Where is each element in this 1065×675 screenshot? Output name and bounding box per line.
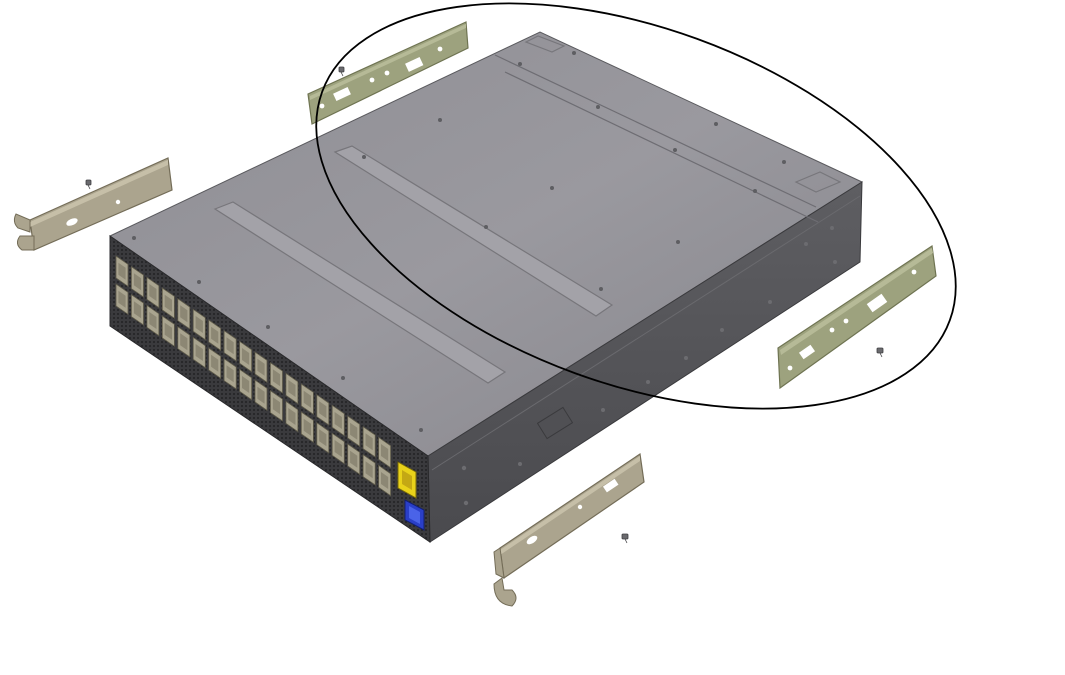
highlight-ellipse — [315, 2, 957, 410]
screw — [621, 533, 629, 544]
port-opening — [303, 390, 311, 408]
port-opening — [226, 365, 234, 383]
port-opening — [334, 440, 342, 457]
port-opening — [381, 472, 389, 489]
port-opening — [211, 354, 219, 372]
top-panel-screws — [132, 51, 786, 432]
screw — [338, 66, 345, 77]
port-opening — [180, 333, 188, 351]
switch-chassis — [109, 31, 864, 543]
port-opening — [288, 408, 296, 425]
port-opening — [319, 429, 327, 447]
port-opening — [226, 337, 234, 355]
port-opening — [164, 322, 172, 340]
screw — [876, 347, 884, 358]
front-ear-left — [13, 157, 173, 251]
screw — [85, 179, 92, 190]
port-opening — [118, 290, 126, 308]
port-opening — [272, 397, 281, 415]
port-opening — [195, 344, 203, 361]
port-opening — [164, 294, 172, 312]
port-opening — [242, 376, 250, 393]
front-status-modules — [397, 461, 425, 531]
port-opening — [365, 461, 373, 479]
port-opening — [242, 348, 250, 365]
port-opening — [257, 358, 265, 376]
port-opening — [288, 380, 296, 397]
port-opening — [257, 386, 265, 404]
port-opening — [149, 284, 157, 301]
port-opening — [133, 301, 142, 319]
port-opening — [365, 433, 373, 451]
port-opening — [319, 401, 327, 419]
port-opening — [303, 418, 311, 436]
front-ear-right — [493, 452, 645, 607]
rear-bracket-right — [777, 244, 937, 390]
front-port-grid — [115, 255, 392, 497]
side-panel-features — [431, 195, 861, 506]
rear-bracket-left — [307, 21, 469, 125]
port-opening — [180, 305, 188, 323]
port-opening — [211, 326, 219, 344]
port-opening — [133, 273, 142, 291]
port-opening — [381, 444, 389, 461]
port-opening — [195, 316, 203, 333]
port-opening — [350, 422, 358, 440]
loose-screws — [85, 66, 884, 544]
port-opening — [118, 262, 126, 280]
port-opening — [272, 369, 281, 387]
top-panel-seams — [213, 35, 842, 384]
port-opening — [334, 412, 342, 429]
port-opening — [149, 312, 157, 329]
port-opening — [350, 450, 358, 468]
